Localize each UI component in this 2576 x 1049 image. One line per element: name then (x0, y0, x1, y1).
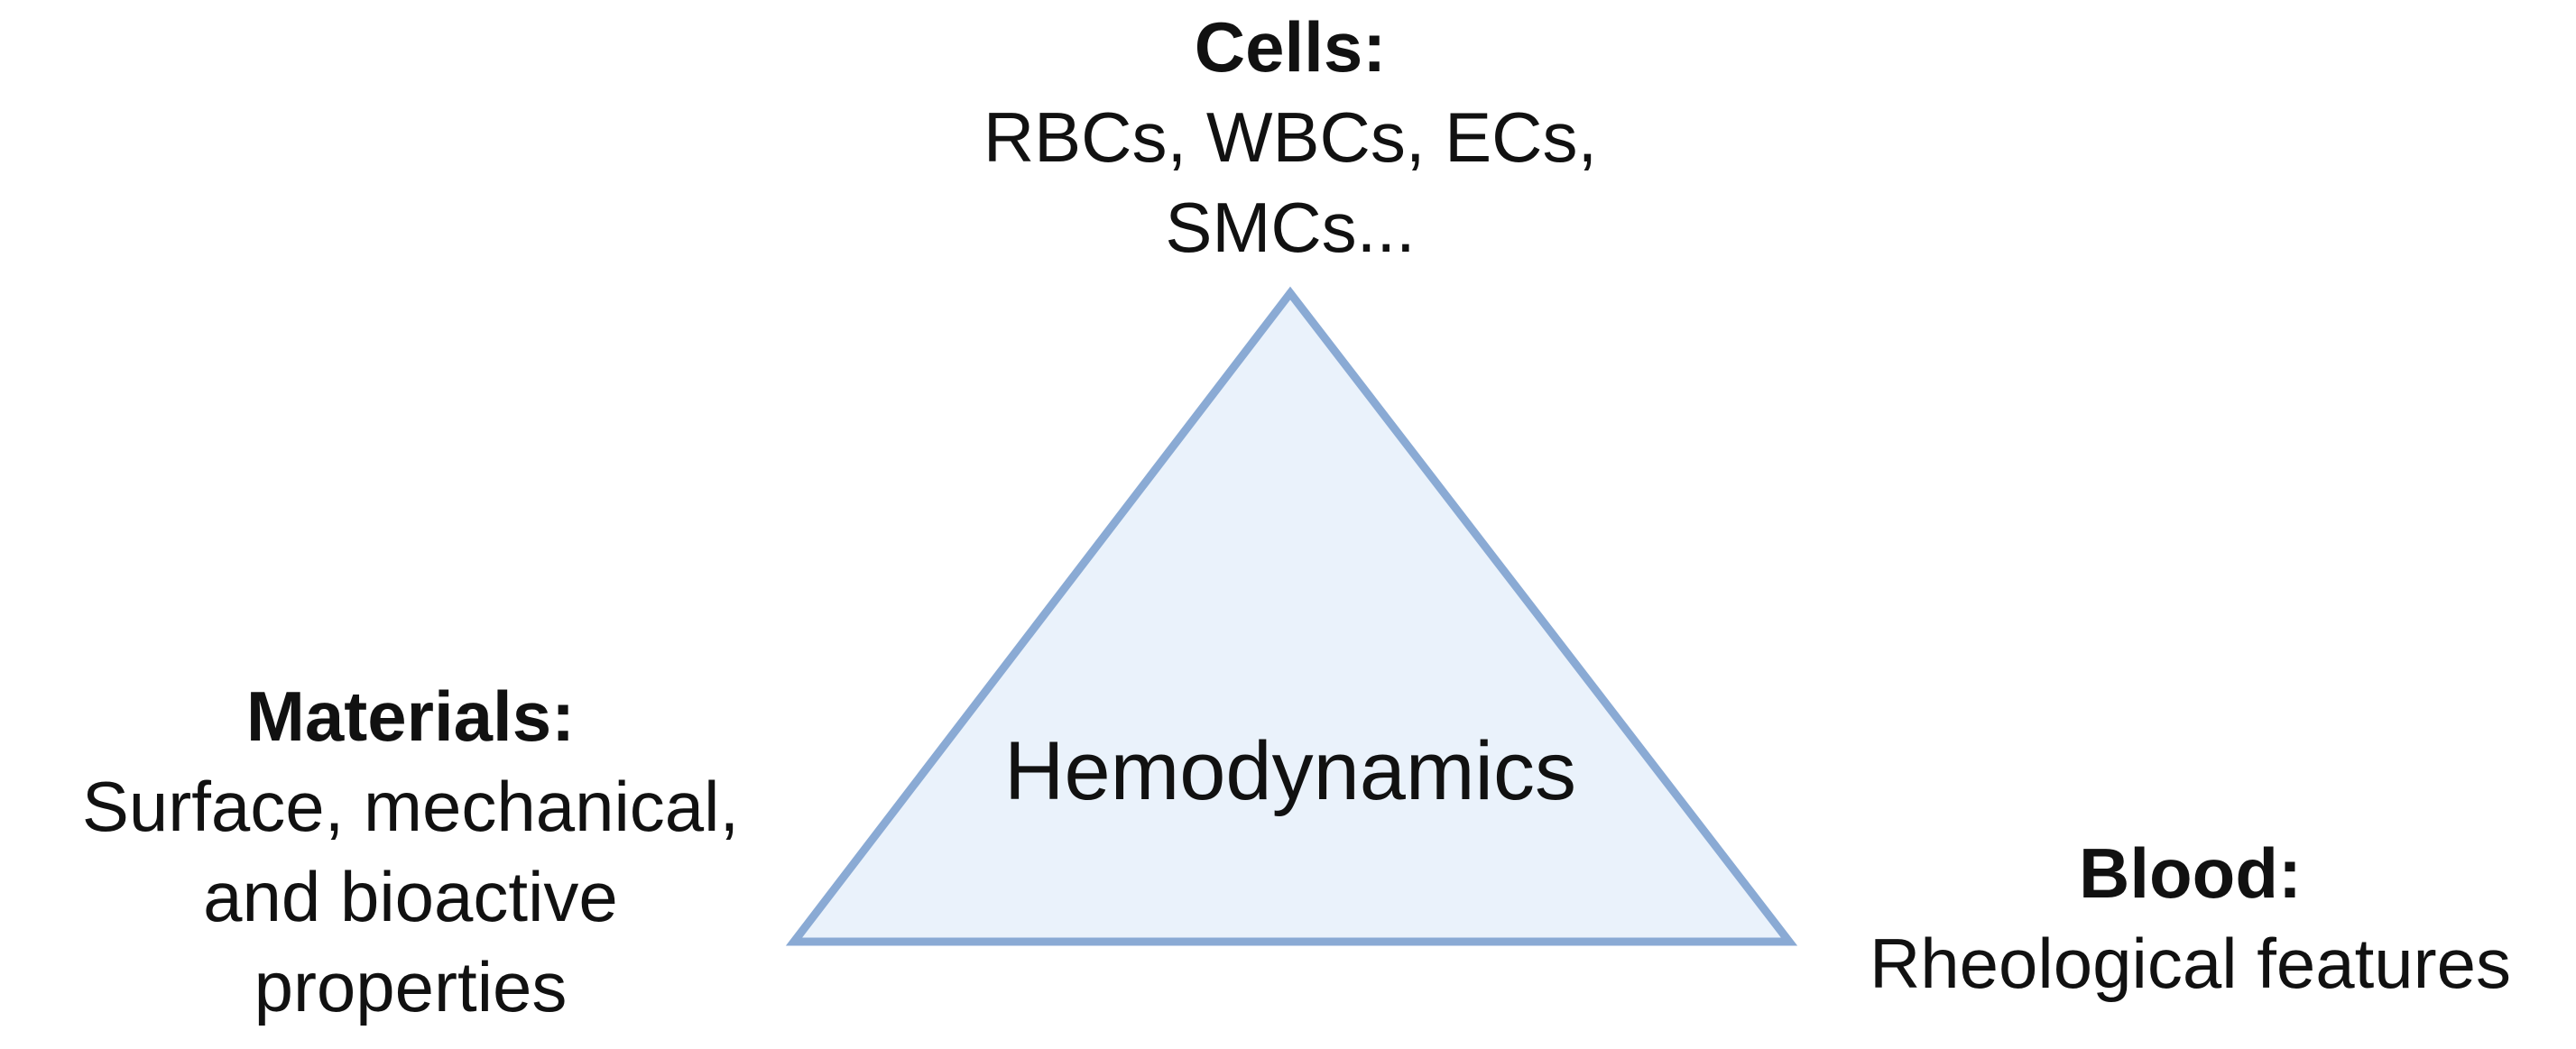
materials-heading: Materials: (245, 676, 576, 756)
cells-heading: Cells: (1194, 7, 1387, 87)
materials-vertex-label: Materials: Surface, mechanical, and bioa… (0, 671, 821, 1032)
triangle-shape (785, 286, 1798, 946)
blood-line: Rheological features (1869, 924, 2512, 1003)
cells-vertex-label: Cells: RBCs, WBCs, ECs, SMCs... (839, 2, 1741, 272)
center-label-hemodynamics: Hemodynamics (1004, 725, 1576, 817)
cells-line: SMCs... (1165, 188, 1416, 267)
materials-line: and bioactive (203, 857, 618, 936)
materials-line: properties (254, 947, 568, 1026)
cells-line: RBCs, WBCs, ECs, (983, 97, 1598, 177)
blood-vertex-label: Blood: Rheological features (1805, 828, 2576, 1008)
blood-heading: Blood: (2079, 833, 2302, 913)
materials-line: Surface, mechanical, (81, 767, 740, 846)
